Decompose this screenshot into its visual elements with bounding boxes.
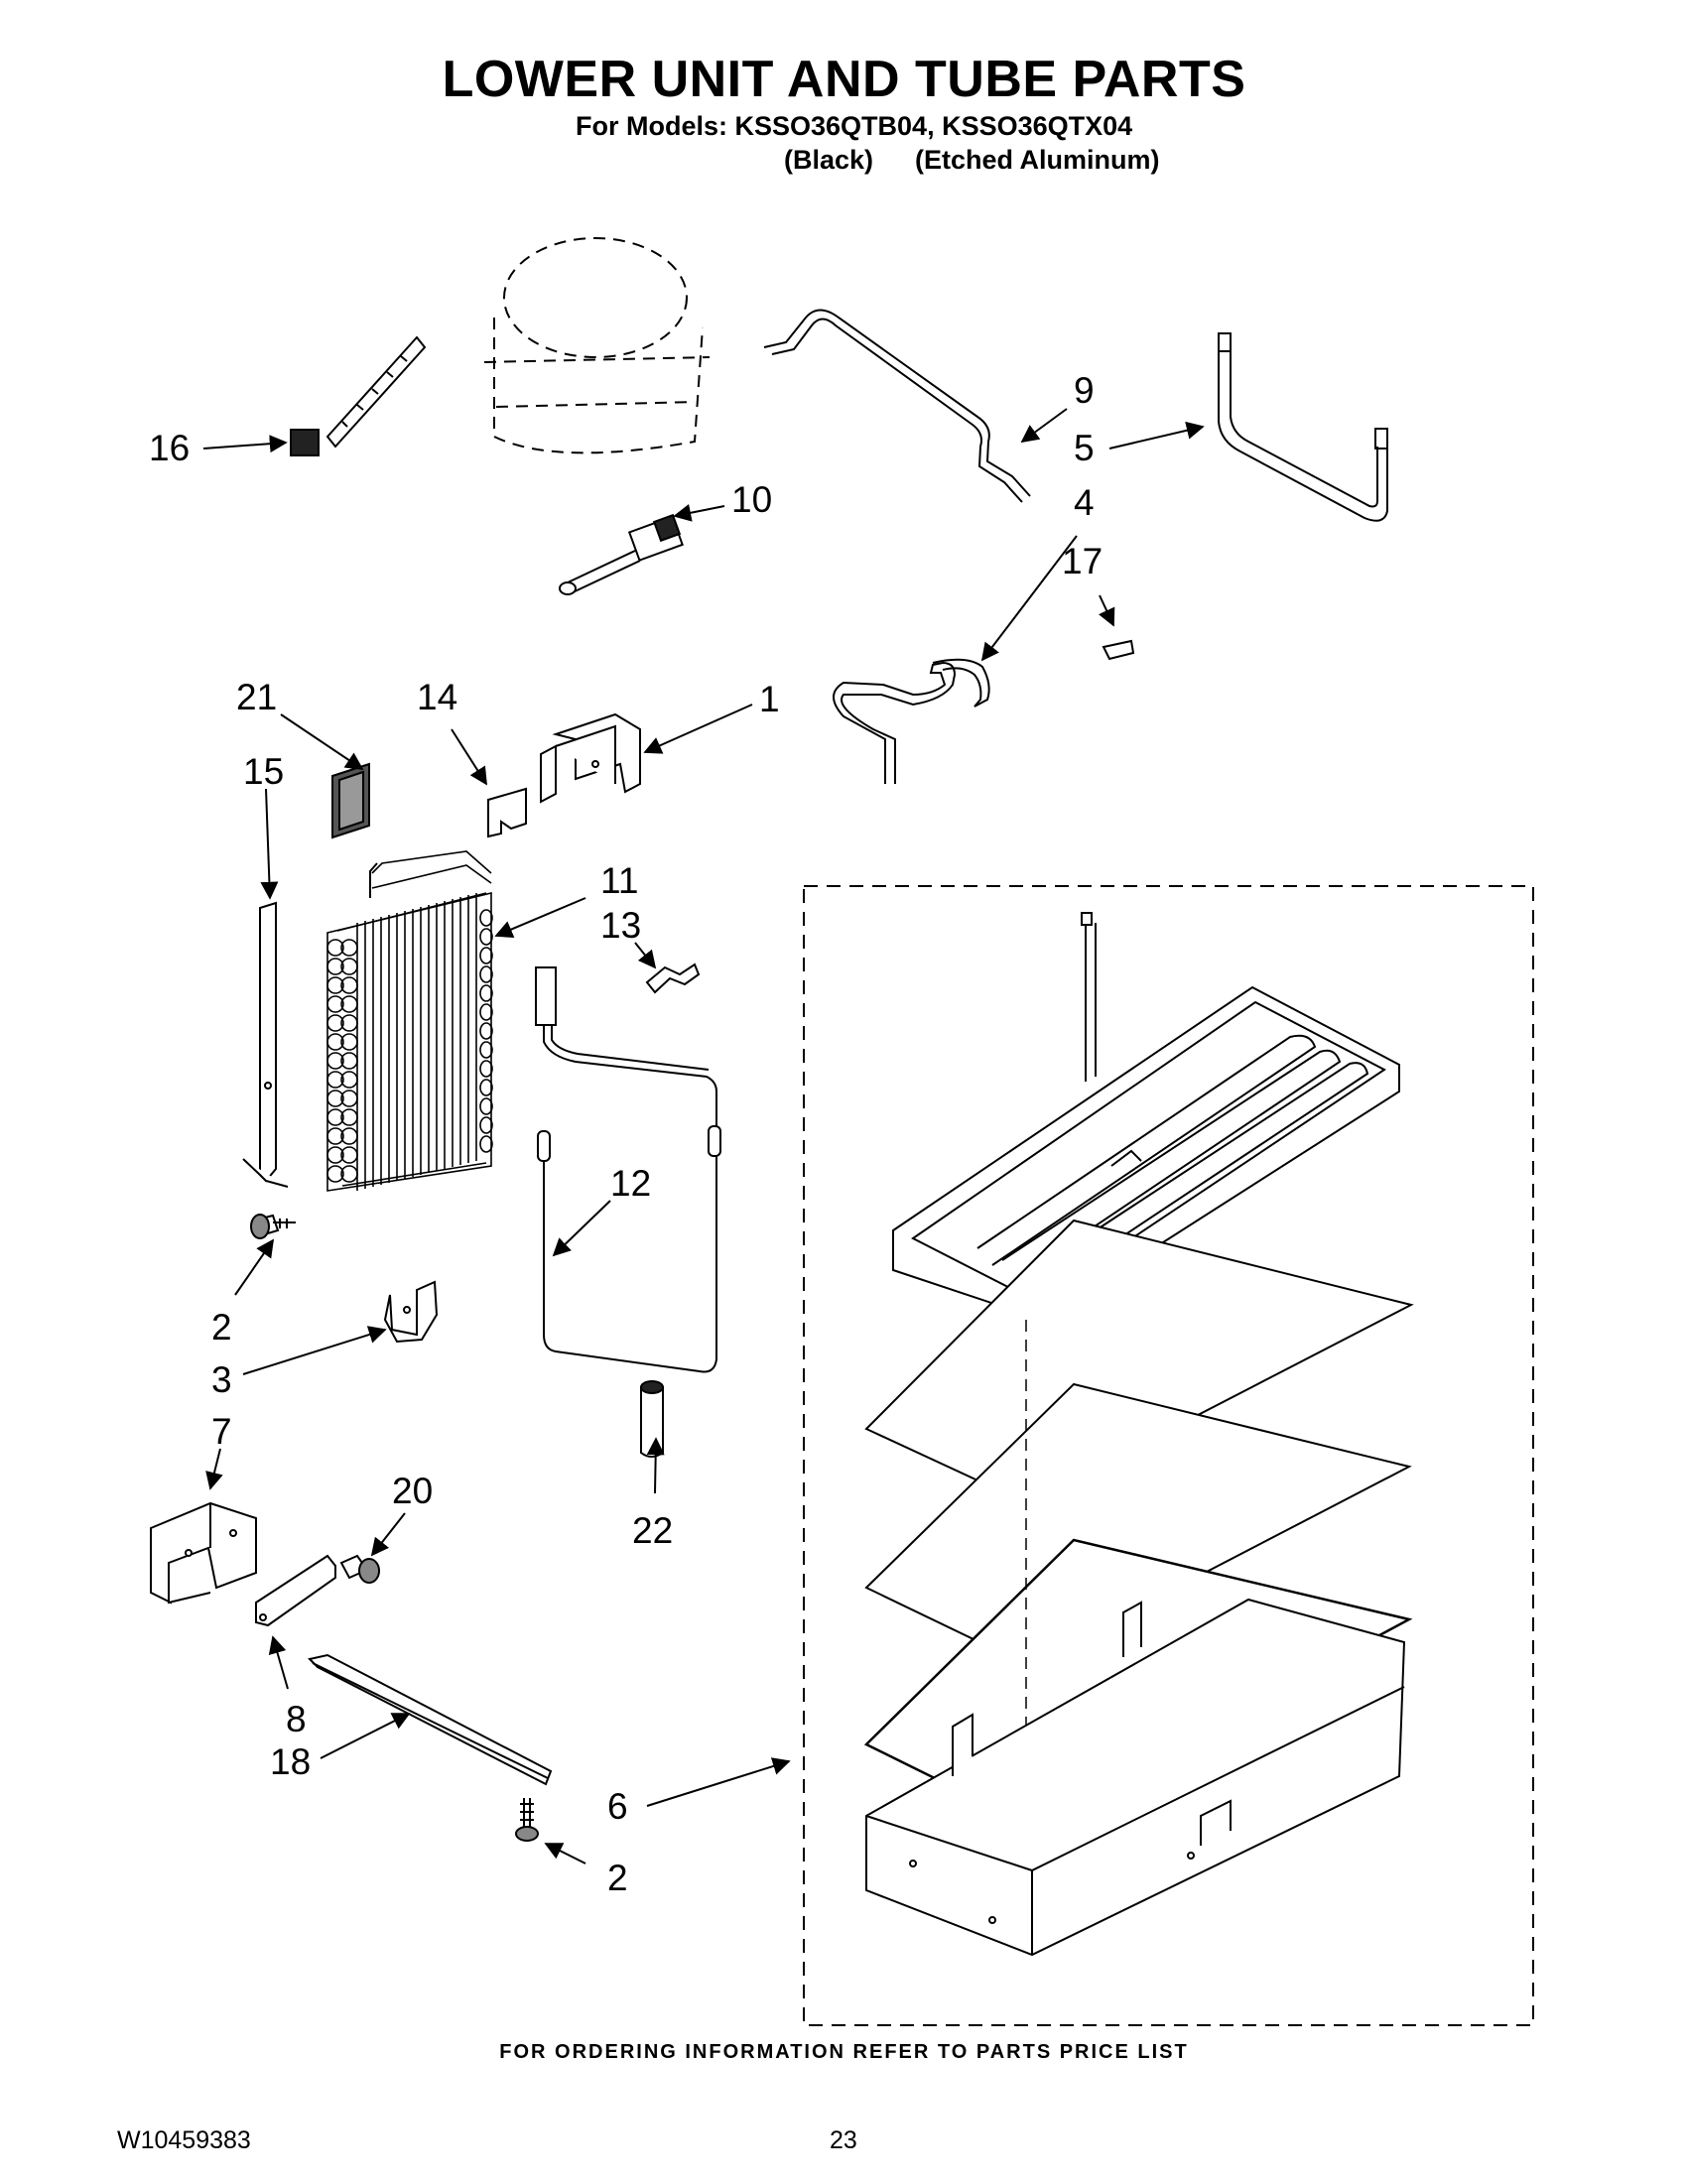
- evaporator-coil-bend: [340, 1033, 358, 1051]
- part-2-screw-lower: [515, 1798, 539, 1842]
- part-8-plate: [255, 1554, 336, 1627]
- evaporator-coil-bend: [479, 1116, 493, 1134]
- page-number: 23: [830, 2126, 857, 2154]
- evaporator-coil-bend: [340, 1165, 358, 1183]
- evaporator-coil-bend: [326, 1146, 344, 1164]
- evaporator-coil-bend: [479, 1097, 493, 1115]
- callout-2-lower: 2: [607, 1858, 628, 1898]
- callout-15: 15: [243, 751, 284, 792]
- callout-11: 11: [600, 860, 638, 901]
- evaporator-coil-bend: [479, 1003, 493, 1021]
- evaporator-coil-bend: [340, 1071, 358, 1089]
- evaporator-coil-bend: [479, 965, 493, 983]
- evaporator-coil-bend: [340, 1090, 358, 1107]
- evaporator-coil-bend: [340, 1146, 358, 1164]
- callout-1: 1: [759, 679, 780, 719]
- evaporator-coil-bend: [326, 1108, 344, 1126]
- evaporator-coil-bend: [326, 1071, 344, 1089]
- callout-18: 18: [270, 1741, 311, 1782]
- part-1-bracket: [540, 712, 641, 804]
- callout-14: 14: [417, 677, 457, 717]
- callout-17: 17: [1062, 541, 1103, 581]
- evaporator-coil-bend: [326, 958, 344, 975]
- callout-10: 10: [731, 479, 772, 520]
- variant-black: (Black): [784, 145, 874, 175]
- evaporator-coil-bend: [326, 1014, 344, 1032]
- insulation-sheet-upper: [864, 1219, 1414, 1505]
- evaporator-coil-bend: [340, 939, 358, 957]
- callout-7: 7: [211, 1411, 232, 1452]
- callout-12: 12: [610, 1163, 651, 1204]
- callout-5: 5: [1074, 428, 1095, 468]
- evaporator-coil-bend: [479, 1041, 493, 1059]
- callout-21: 21: [236, 677, 277, 717]
- callout-20: 20: [392, 1471, 433, 1511]
- part-5-u-tube: [1218, 332, 1388, 522]
- part-2-screw-upper: [250, 1214, 296, 1239]
- evaporator-coil-bend: [340, 995, 358, 1013]
- callout-13: 13: [600, 905, 641, 946]
- callout-8: 8: [286, 1699, 307, 1739]
- evaporator-coil-bend: [479, 984, 493, 1002]
- callout-2-upper: 2: [211, 1307, 232, 1348]
- part-12-heater-wire: [535, 966, 721, 1373]
- part-7-housing: [150, 1501, 257, 1605]
- compressor-outline: [483, 237, 711, 454]
- evaporator-coil-bend: [340, 958, 358, 975]
- part-10-sensor: [559, 513, 684, 595]
- part-15-strip: [242, 901, 289, 1188]
- part-9-tube: [763, 309, 1031, 503]
- document-number: W10459383: [117, 2126, 251, 2154]
- callout-16: 16: [149, 428, 190, 468]
- ordering-note: FOR ORDERING INFORMATION REFER TO PARTS …: [499, 2041, 1189, 2063]
- evaporator-coil-bend: [326, 1090, 344, 1107]
- part-17-clip: [1102, 639, 1135, 661]
- leader-lines: [202, 408, 1205, 1864]
- part-21-pad: [331, 762, 370, 839]
- models-line: For Models: KSSO36QTB04, KSSO36QTX04: [576, 111, 1133, 141]
- evaporator-coil-bend: [326, 939, 344, 957]
- part-22-spacer: [640, 1380, 664, 1458]
- evaporator-coil-bend: [340, 1108, 358, 1126]
- variant-etched-aluminum: (Etched Aluminum): [915, 145, 1160, 175]
- evaporator-coil-bend: [479, 909, 493, 927]
- bottom-tray: [865, 1598, 1406, 1957]
- part-18-rail: [308, 1653, 553, 1786]
- evaporator-coil-bend: [340, 1127, 358, 1145]
- evaporator-coil-bend: [340, 1014, 358, 1032]
- evaporator-coil-bend: [326, 976, 344, 994]
- evaporator-coil-bend: [479, 1022, 493, 1040]
- callout-6: 6: [607, 1786, 628, 1827]
- callout-22: 22: [632, 1510, 673, 1551]
- evaporator-coil-bend: [479, 1060, 493, 1078]
- part-4-tube: [833, 658, 990, 784]
- callout-9: 9: [1074, 370, 1095, 411]
- part-13-clip: [645, 963, 701, 994]
- evaporator-coil-bend: [340, 1052, 358, 1070]
- part-20-screw: [339, 1554, 380, 1584]
- part-11-evaporator: [326, 850, 493, 1192]
- evaporator-coil-bend: [326, 1165, 344, 1183]
- callout-4: 4: [1074, 482, 1095, 523]
- evaporator-coil-bend: [340, 976, 358, 994]
- evaporator-coil-bend: [479, 1135, 493, 1153]
- evaporator-coil-bend: [479, 947, 493, 964]
- evaporator-coil-bend: [326, 1127, 344, 1145]
- part-3-bracket: [383, 1280, 439, 1344]
- callout-3: 3: [211, 1359, 232, 1400]
- part-16-cable-tie: [290, 335, 427, 456]
- evaporator-coil-bend: [326, 995, 344, 1013]
- evaporator-coil-bend: [326, 1033, 344, 1051]
- evaporator-coil-bend: [479, 928, 493, 946]
- evaporator-coil-bend: [326, 1052, 344, 1070]
- evaporator-coil-bend: [479, 1079, 493, 1096]
- part-14-plate: [487, 787, 527, 838]
- page-title: LOWER UNIT AND TUBE PARTS: [442, 51, 1246, 108]
